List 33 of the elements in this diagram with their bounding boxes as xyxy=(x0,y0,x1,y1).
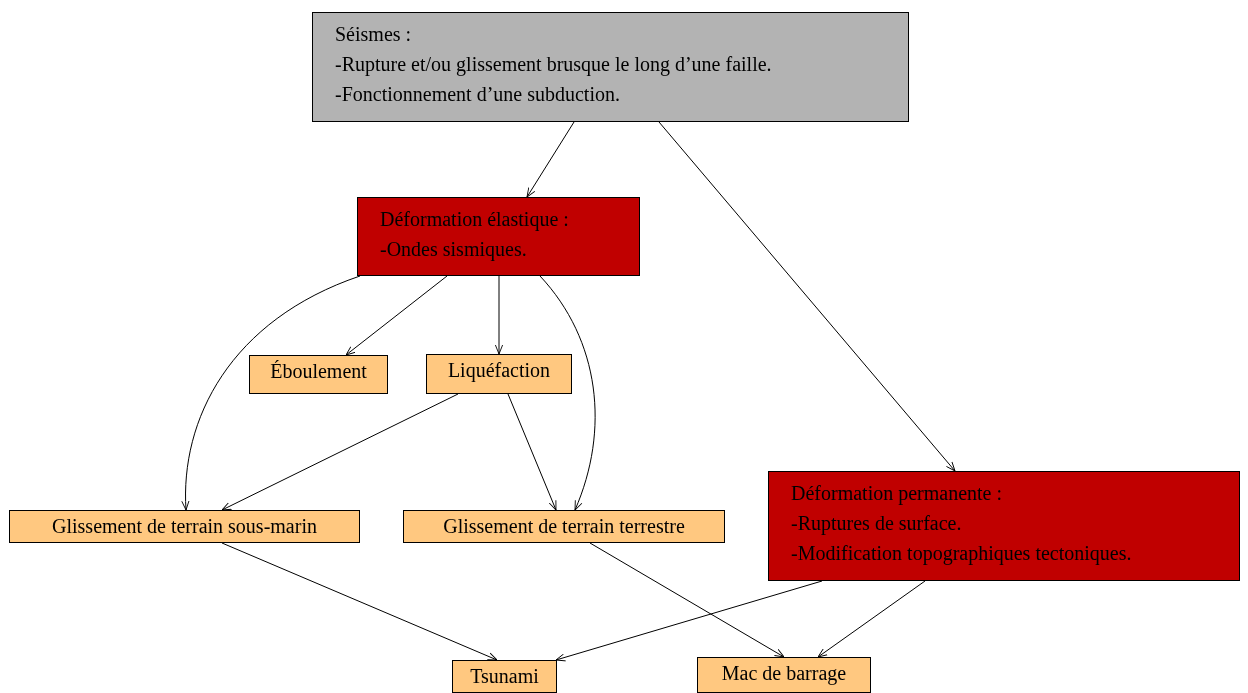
box-heading: Séismes : xyxy=(335,22,413,47)
effect-box xyxy=(9,510,360,543)
arrow xyxy=(507,393,557,511)
arrow xyxy=(658,121,956,472)
box-item: -Fonctionnement d’une subduction. xyxy=(335,82,621,107)
arrow xyxy=(589,542,785,658)
arrow xyxy=(526,121,575,198)
effect-box xyxy=(403,510,725,543)
box-heading: Déformation permanente : xyxy=(791,481,1004,507)
arrow xyxy=(817,580,926,658)
effect-box xyxy=(426,354,572,394)
arrow xyxy=(221,542,498,661)
effect-box xyxy=(452,660,557,693)
effect-box xyxy=(249,355,388,394)
arrow xyxy=(555,580,823,662)
box-heading: Déformation élastique : xyxy=(380,207,570,233)
arrow xyxy=(345,275,448,356)
box-label: Glissement de terrain sous-marin xyxy=(52,514,317,539)
box-label: Glissement de terrain terrestre xyxy=(443,514,685,539)
box-item: -Rupture et/ou glissement brusque le long d’une faille. xyxy=(335,52,773,78)
deformation-box xyxy=(768,471,1240,581)
effect-box xyxy=(697,657,871,693)
cause-box xyxy=(312,12,909,122)
deformation-box xyxy=(357,197,640,276)
box-item: -Modification topographiques tectoniques. xyxy=(791,541,1133,567)
box-label: Éboulement xyxy=(270,359,367,384)
arrow xyxy=(539,275,596,511)
box-label: Tsunami xyxy=(470,664,539,689)
box-label: Liquéfaction xyxy=(447,358,551,384)
box-item: -Ondes sismiques. xyxy=(380,237,528,263)
box-label: Mac de barrage xyxy=(721,661,847,687)
box-item: -Ruptures de surface. xyxy=(791,511,963,537)
arrow xyxy=(221,393,459,511)
